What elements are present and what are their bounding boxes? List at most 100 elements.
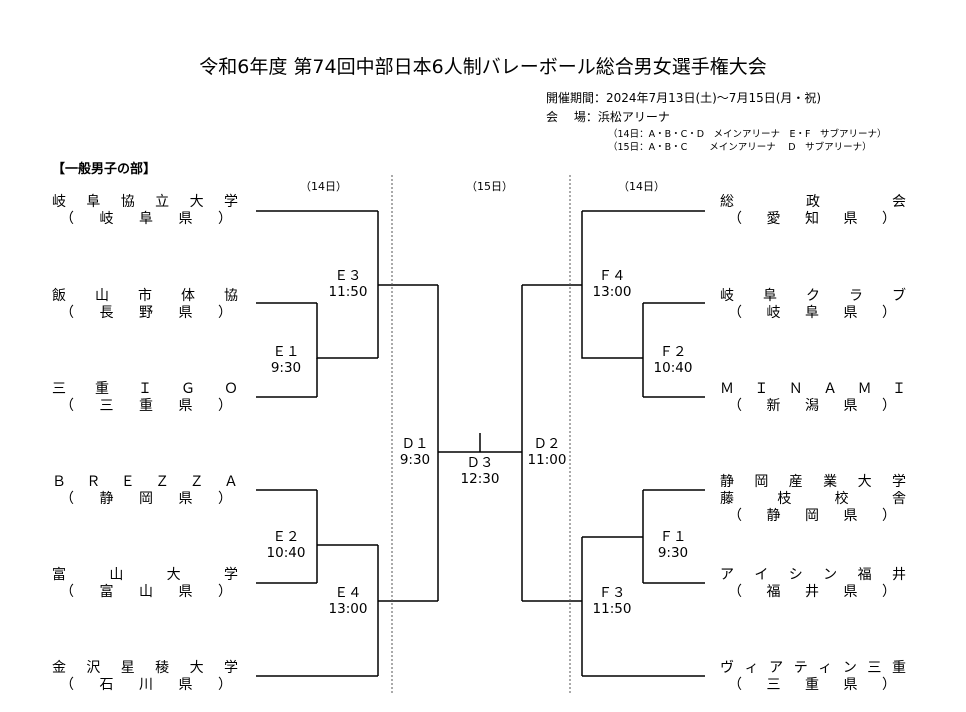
team-char: 石 [99,677,114,693]
match-time: 12:30 [460,471,500,487]
team-char: ア [769,660,784,676]
team-char: 県 [178,584,193,600]
match-label: Ｅ４ [334,585,362,601]
team-char: ） [218,305,232,321]
team-char: 学 [223,194,238,210]
team-char: 阜 [139,211,153,227]
team-char: 金 [52,660,66,676]
left-team-prefecture: （静岡県） [60,491,232,507]
team-char: 重 [139,398,153,414]
right-team-name: ヴィアティン三重 [720,660,906,676]
team-char: （ [60,305,74,321]
day-label-center: （15日） [466,180,513,193]
team-char: ブ [892,288,906,304]
team-char: 体 [181,288,195,304]
match-time: 11:50 [328,284,368,300]
right-team-name: 岐阜クラブ [720,288,906,304]
team-char: Ｍ [857,381,872,397]
team-char: 大 [166,567,181,583]
team-char: 市 [138,288,152,304]
team-char: ） [218,584,232,600]
right-team-name-line2: 藤枝校舎 [720,491,906,507]
team-char: ） [218,491,232,507]
team-char: Ａ [823,381,838,397]
team-char: Ｒ [86,474,101,490]
match-time: 11:00 [527,452,567,468]
team-char: 岡 [139,491,153,507]
team-char: 潟 [805,398,819,414]
left-team-name: 飯山市体協 [52,288,238,304]
team-char: ク [806,288,820,304]
left-team-prefecture: （長野県） [60,305,232,321]
line-f4 [581,211,643,359]
team-char: Ｍ [720,381,734,397]
team-char: 重 [805,677,819,693]
match-label: Ｄ２ [533,436,561,452]
right-team-name: 静岡産業大学 [720,474,906,490]
team-char: ） [882,305,896,321]
team-char: ） [882,398,896,414]
page-title: 令和6年度 第74回中部日本6人制バレーボール総合男女選手権大会 [199,56,767,78]
team-char: ィ [818,660,833,676]
team-char: 富 [52,567,66,583]
team-char: 阜 [763,288,777,304]
team-char: ア [720,567,734,583]
team-char: （ [728,677,742,693]
match-time: 9:30 [657,545,689,561]
team-char: ィ [744,660,759,676]
match-label: Ｄ３ [466,455,494,471]
team-char: ） [218,398,232,414]
team-char: 川 [139,677,153,693]
match-label: Ｄ１ [401,436,429,452]
team-char: 静 [99,491,114,507]
team-char: 稜 [155,660,170,676]
team-char: 大 [857,474,872,490]
team-char: 飯 [52,288,66,304]
left-team-prefecture: （富山県） [60,584,232,600]
team-char: シ [788,567,803,583]
team-char: 学 [223,567,238,583]
team-char: Ａ [223,474,238,490]
team-char: 重 [891,660,906,676]
match-label: Ｆ２ [659,344,687,360]
team-char: 知 [805,211,819,227]
match-time: 13:00 [328,601,368,617]
match-time: 11:50 [592,601,632,617]
team-char: （ [728,398,742,414]
match-time: 13:00 [592,284,632,300]
match-label: Ｆ４ [598,268,626,284]
team-char: 三 [52,381,66,397]
team-char: テ [793,660,808,676]
team-char: 福 [857,567,872,583]
left-team-name: 富山大学 [52,567,238,583]
team-char: 県 [843,305,858,321]
match-label: Ｅ１ [272,344,300,360]
match-label: Ｆ３ [598,585,626,601]
team-char: ラ [849,288,863,304]
team-char: （ [60,398,74,414]
team-char: 岡 [754,474,769,490]
team-char: 福 [766,584,781,600]
match-time: 10:40 [266,545,306,561]
match-time: 10:40 [653,360,693,376]
day-label-left: （14日） [300,180,347,193]
team-char: 県 [178,211,193,227]
team-char: 舎 [891,491,906,507]
team-char: ） [218,211,232,227]
right-team-prefecture: （新潟県） [728,398,896,414]
team-char: 枝 [777,491,792,507]
team-char: 県 [843,398,858,414]
team-char: Ｚ [155,474,170,490]
